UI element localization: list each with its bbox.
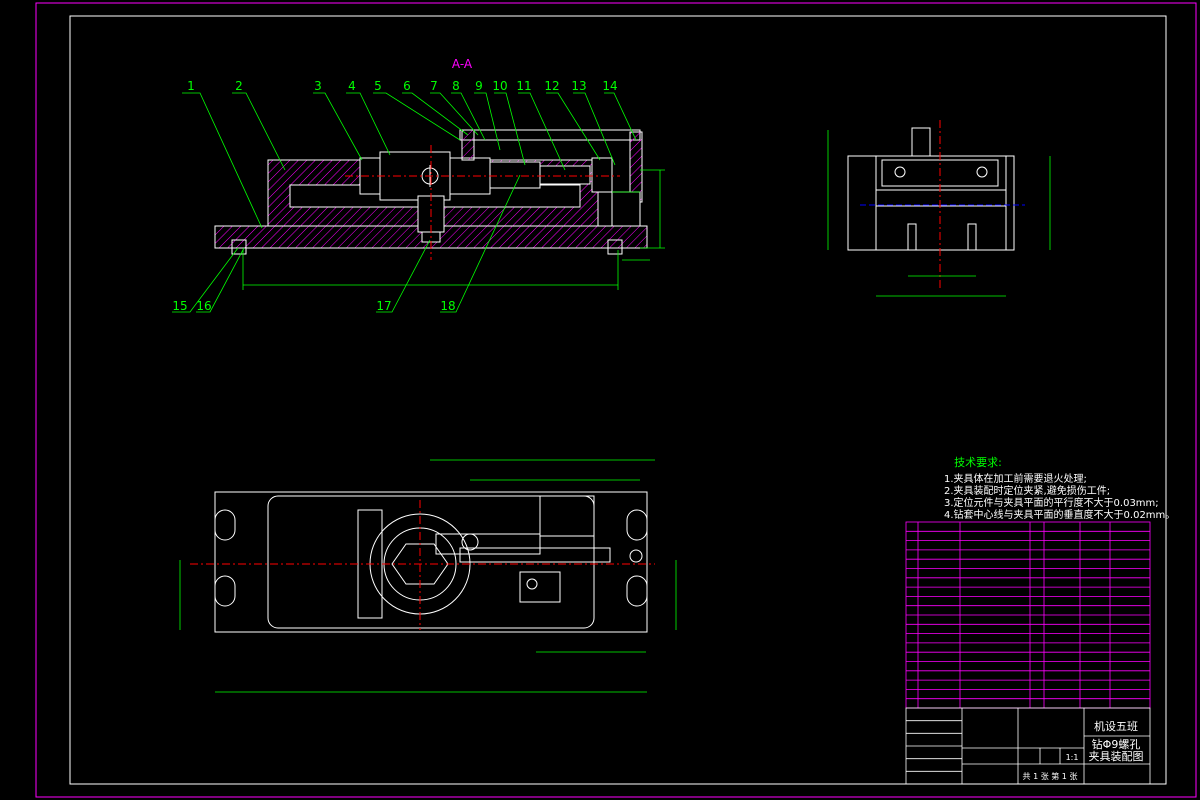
balloon-18: 18 <box>440 299 455 313</box>
front-section-view: A-A <box>214 57 665 290</box>
section-label: A-A <box>452 57 473 71</box>
tech-title: 技术要求: <box>954 456 1002 469</box>
title-drawing-name-2: 夹具装配图 <box>1089 750 1144 763</box>
balloon-6: 6 <box>403 79 411 93</box>
title-school: 机设五班 <box>1094 719 1138 733</box>
balloon-7: 7 <box>430 79 438 93</box>
balloon-5: 5 <box>374 79 382 93</box>
balloon-3: 3 <box>314 79 322 93</box>
balloon-11: 11 <box>516 79 531 93</box>
balloon-16: 16 <box>196 299 211 313</box>
balloon-10: 10 <box>492 79 507 93</box>
tech-requirements: 技术要求: 1.夹具体在加工前需要退火处理; 2.夹具装配时定位夹紧,避免损伤工… <box>944 456 1175 521</box>
title-block-text: 机设五班 钻Φ9螺孔 夹具装配图 1:1 共 1 张 第 1 张 <box>1023 719 1144 781</box>
top-view <box>179 459 677 693</box>
balloon-17: 17 <box>376 299 391 313</box>
balloon-14: 14 <box>602 79 617 93</box>
balloon-leaders <box>172 92 637 313</box>
tech-line-3: 3.定位元件与夹具平面的平行度不大于0.03mm; <box>944 496 1159 509</box>
balloon-9: 9 <box>475 79 483 93</box>
tech-line-4: 4.钻套中心线与夹具平面的垂直度不大于0.02mm。 <box>944 508 1175 521</box>
balloon-4: 4 <box>348 79 356 93</box>
title-scale: 1:1 <box>1066 753 1079 762</box>
balloon-numbers: 1 2 3 4 5 6 7 8 9 10 11 12 13 14 15 16 1… <box>172 79 617 313</box>
title-drawing-name-1: 钻Φ9螺孔 <box>1092 737 1141 751</box>
title-block <box>905 707 1151 785</box>
balloon-13: 13 <box>571 79 586 93</box>
balloon-15: 15 <box>172 299 187 313</box>
balloon-1: 1 <box>187 79 195 93</box>
parts-list <box>905 521 1151 709</box>
sheet-border <box>35 2 1197 798</box>
drawing-frame <box>69 15 1167 785</box>
side-view <box>827 120 1051 297</box>
balloon-2: 2 <box>235 79 243 93</box>
title-sheet: 共 1 张 第 1 张 <box>1023 771 1078 781</box>
balloon-8: 8 <box>452 79 460 93</box>
balloon-12: 12 <box>544 79 559 93</box>
tech-line-1: 1.夹具体在加工前需要退火处理; <box>944 472 1087 485</box>
tech-line-2: 2.夹具装配时定位夹紧,避免损伤工件; <box>944 484 1110 497</box>
